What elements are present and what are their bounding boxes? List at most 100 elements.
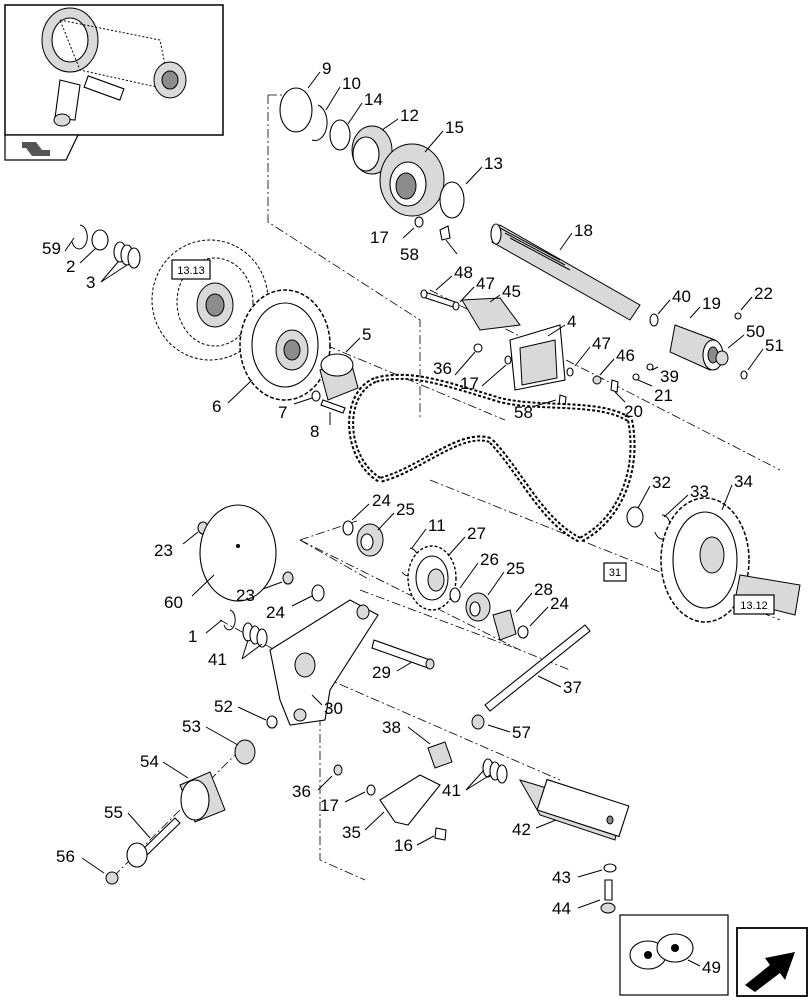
callout-51: 51 [765,336,784,355]
callout-45: 45 [502,282,521,301]
part-53-disc[interactable] [234,739,256,765]
part-1-circlip[interactable] [223,609,236,631]
part-51-screw[interactable] [740,370,748,380]
part-41-spring-washers-b[interactable] [482,758,508,784]
part-17-washer-mid[interactable] [504,355,512,365]
part-47-washer-b[interactable] [566,367,574,377]
part-39-pin[interactable] [646,363,654,371]
part-4-support-bracket[interactable] [509,324,566,391]
part-43-washer[interactable] [603,863,617,873]
part-37-rod[interactable] [484,624,591,712]
part-7-washer[interactable] [311,390,321,402]
callout-47: 47 [476,274,495,293]
part-48-bolt[interactable] [420,289,456,308]
ref-box-13-13[interactable]: 13.13 [171,259,211,280]
part-36-washer-top[interactable] [473,343,483,353]
part-19-collar[interactable] [669,324,724,371]
part-44-bolt[interactable] [600,879,616,914]
part-30-tensioner-arm[interactable] [269,599,379,726]
part-49-connecting-link[interactable] [619,914,729,996]
callout-12: 12 [400,106,419,125]
part-20-screw[interactable] [610,379,619,393]
part-23-nut-b[interactable] [282,571,294,585]
callout-18: 18 [574,221,593,240]
part-9-snap-ring[interactable] [279,87,313,133]
part-13-seal-ring[interactable] [439,181,465,219]
callout-26: 26 [480,550,499,569]
callout-49: 49 [702,958,721,977]
callout-36: 36 [292,782,311,801]
part-31-roller-chain[interactable] [348,373,636,544]
ref-box-13-12[interactable]: 13.12 [733,594,775,615]
part-15-flange-housing[interactable] [379,143,445,217]
ref-box-31[interactable]: 31 [603,562,627,582]
part-8-bolt[interactable] [320,399,346,414]
callout-52: 52 [214,697,233,716]
part-57-nut[interactable] [471,714,485,730]
part-54-roller[interactable] [179,771,226,823]
part-24-washer-c[interactable] [311,584,325,602]
part-12-bearing[interactable] [351,125,393,175]
svg-text:31: 31 [609,567,621,579]
part-32-ring[interactable] [626,506,644,528]
part-45-spacer-plate[interactable] [461,297,521,331]
callout-38: 38 [382,718,401,737]
part-18-drive-shaft[interactable] [490,223,641,321]
part-56-nut[interactable] [105,871,119,885]
callout-36: 36 [433,359,452,378]
navigation-next-icon[interactable] [736,927,808,997]
part-26-ring[interactable] [449,587,461,603]
part-3-spring-washers[interactable] [113,241,141,269]
part-60-disc[interactable] [199,504,277,602]
part-5-bushing[interactable] [319,353,359,401]
callout-7: 7 [278,403,287,422]
part-2-ring[interactable] [91,229,109,251]
part-38-bushing[interactable] [427,741,453,769]
callout-20: 20 [624,402,643,421]
part-46-nut[interactable] [592,375,602,385]
part-55-shaft[interactable] [126,817,181,868]
part-29-bolt[interactable] [371,639,435,670]
part-34-sprocket[interactable] [660,497,750,623]
callout-28: 28 [534,580,553,599]
part-17-washer-top[interactable] [414,216,424,228]
part-16-bolt[interactable] [434,827,447,841]
part-25-bearing-a[interactable] [356,523,384,557]
callout-54: 54 [140,752,159,771]
part-52-washer[interactable] [266,715,278,729]
part-6-sprocket[interactable] [239,289,331,401]
part-35-bracket[interactable] [379,774,441,826]
part-42-tension-arm[interactable] [518,778,630,841]
callout-22: 22 [754,284,773,303]
navigation-back-icon[interactable] [4,134,79,161]
part-28-spacer[interactable] [492,609,517,641]
part-36-washer-low[interactable] [333,764,343,776]
part-40-washer[interactable] [649,313,659,327]
callout-8: 8 [310,422,319,441]
callout-10: 10 [342,74,361,93]
callout-15: 15 [445,118,464,137]
part-17-washer-low[interactable] [366,784,376,796]
part-58-bolt-top[interactable] [439,225,451,241]
callout-5: 5 [362,325,371,344]
part-41-spring-washers-a[interactable] [242,622,268,648]
overview-thumbnail[interactable] [4,4,224,136]
callout-43: 43 [552,868,571,887]
callout-17: 17 [460,374,479,393]
callout-53: 53 [182,717,201,736]
part-47-washer-a[interactable] [452,301,460,311]
callout-58: 58 [400,245,419,264]
part-14-ring[interactable] [329,119,351,151]
part-24-washer-b[interactable] [517,625,529,639]
callout-46: 46 [616,346,635,365]
part-10-circlip[interactable] [311,104,328,142]
part-24-washer-a[interactable] [342,520,354,536]
callout-50: 50 [746,322,765,341]
part-27-idler-sprocket[interactable] [407,545,457,611]
part-50-nut[interactable] [715,350,729,366]
part-22-pin[interactable] [734,312,742,320]
part-25-bearing-b[interactable] [465,592,491,622]
part-59-circlip[interactable] [71,224,88,250]
part-21-washer[interactable] [632,373,640,381]
